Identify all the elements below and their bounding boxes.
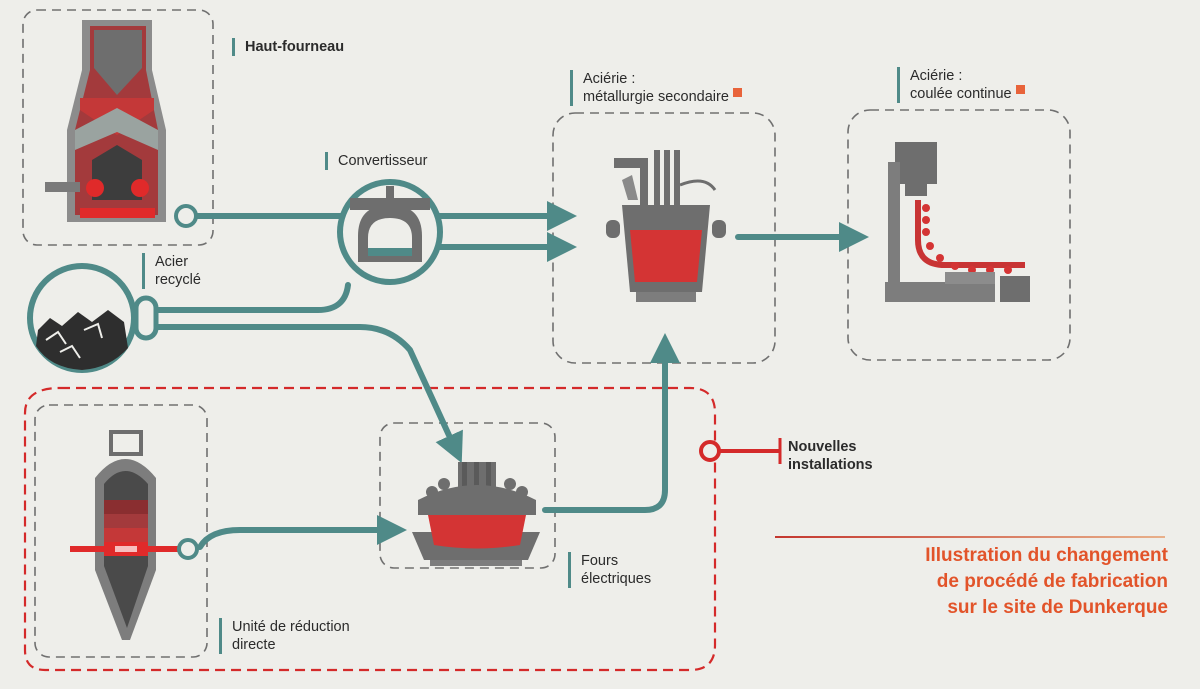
direct-reduction-box: [34, 404, 208, 658]
diagram-title: Illustration du changement de procédé de…: [925, 545, 1168, 618]
blast-furnace-icon: [45, 20, 198, 228]
new-installations-legend-symbol: [699, 438, 782, 464]
blast-furnace-label: Haut-fourneau: [232, 38, 344, 56]
electric-furnace-box: [379, 422, 556, 569]
electric-furnaces-label: Fours électriques: [568, 552, 651, 588]
reference-marker-icon: [1015, 85, 1025, 94]
converter-label: Convertisseur: [325, 152, 427, 170]
reference-marker-icon: [732, 88, 742, 97]
title-rule: [775, 536, 1165, 538]
electric-furnace-icon: [412, 462, 540, 566]
direct-reduction-label: Unité de réduction directe: [219, 618, 350, 654]
continuous-casting-icon: [885, 142, 1030, 302]
new-installations-label: Nouvelles installations: [788, 439, 873, 473]
new-installations-boundary: [23, 386, 717, 672]
flow-recycled-to-electric: [155, 324, 463, 464]
flow-lines: [155, 201, 869, 550]
flow-recycled-to-converter: [155, 282, 351, 313]
continuous-casting-label: Aciérie : coulée continue: [897, 67, 1025, 103]
blast-furnace-box: [22, 9, 214, 246]
secondary-metallurgy-icon: [606, 150, 726, 302]
recycled-steel-icon: [27, 263, 159, 373]
secondary-metallurgy-label: Aciérie : métallurgie secondaire: [570, 70, 742, 106]
direct-reduction-icon: [70, 430, 199, 640]
flow-electric-to-secondary: [542, 333, 680, 513]
continuous-casting-box: [847, 109, 1071, 361]
recycled-steel-label: Acier recyclé: [142, 253, 201, 289]
flow-reduction-to-electric: [197, 515, 407, 550]
converter-icon: [337, 179, 443, 285]
